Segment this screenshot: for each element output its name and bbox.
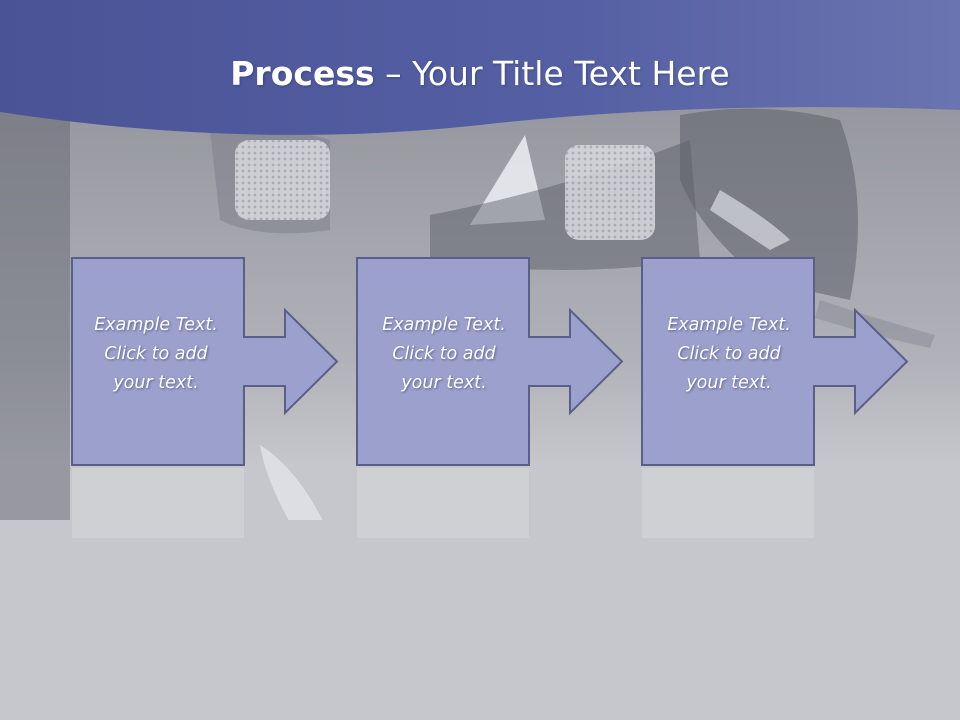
step-line: your text. bbox=[401, 373, 487, 393]
process-step-2-shape bbox=[356, 257, 624, 466]
process-step-1-shape bbox=[71, 257, 339, 466]
process-step-2-text[interactable]: Example Text. Click to add your text. bbox=[358, 311, 530, 398]
title-rest: – Your Title Text Here bbox=[374, 54, 730, 93]
slide-title[interactable]: Process – Your Title Text Here bbox=[0, 52, 960, 96]
step-line: Click to add bbox=[104, 344, 208, 364]
process-step-3-text[interactable]: Example Text. Click to add your text. bbox=[643, 311, 815, 398]
process-step-3-shape bbox=[641, 257, 909, 466]
step-line: Example Text. bbox=[667, 315, 791, 335]
step-line: your text. bbox=[686, 373, 772, 393]
step-line: your text. bbox=[113, 373, 199, 393]
step-line: Example Text. bbox=[382, 315, 506, 335]
step-line: Click to add bbox=[392, 344, 496, 364]
process-step-1-text[interactable]: Example Text. Click to add your text. bbox=[70, 311, 242, 398]
step-line: Example Text. bbox=[94, 315, 218, 335]
step-line: Click to add bbox=[677, 344, 781, 364]
title-bold: Process bbox=[230, 54, 375, 93]
